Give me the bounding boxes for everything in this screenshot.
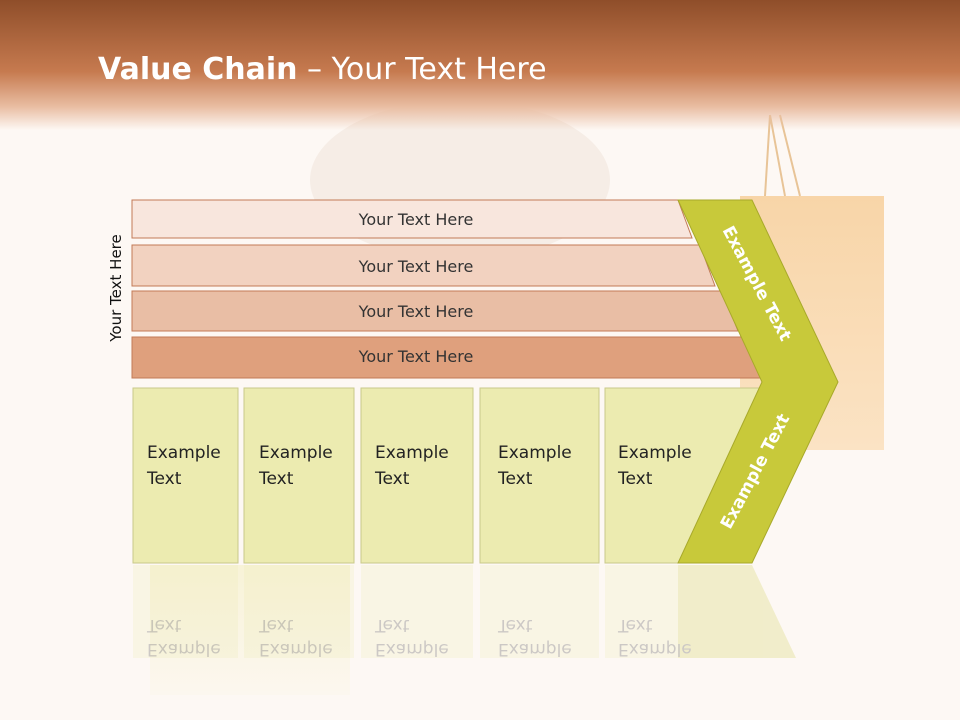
reflection-box xyxy=(605,565,722,658)
reflection-text: Example xyxy=(259,639,333,659)
box-shape xyxy=(479,387,600,564)
bar-label: Your Text Here xyxy=(358,347,474,366)
box-shape xyxy=(360,387,474,564)
box-text-line1: Example xyxy=(498,443,572,463)
reflection-text: Example xyxy=(147,639,221,659)
box-text-line2: Text xyxy=(374,469,410,489)
box-4[interactable]: Example Text xyxy=(479,387,600,564)
reflection-text: Text xyxy=(617,615,653,635)
reflection-text: Text xyxy=(374,615,410,635)
bar-row-2[interactable]: Your Text Here xyxy=(131,244,716,287)
box-3[interactable]: Example Text xyxy=(360,387,474,564)
reflection-box xyxy=(133,565,238,658)
bar-label: Your Text Here xyxy=(358,210,474,229)
box-text-line1: Example xyxy=(375,443,449,463)
reflection-text: Text xyxy=(258,615,294,635)
box-2[interactable]: Example Text xyxy=(243,387,355,564)
reflection-box xyxy=(361,565,473,658)
bar-row-3[interactable]: Your Text Here xyxy=(131,290,739,332)
reflection-fade xyxy=(130,560,850,720)
reflection-box xyxy=(480,565,599,658)
bar-shape xyxy=(131,199,693,239)
box-shape xyxy=(132,387,239,564)
box-5[interactable]: Example Text xyxy=(604,387,763,564)
bar-label: Your Text Here xyxy=(358,302,474,321)
reflection-text: Example xyxy=(618,639,692,659)
reflection-chevron xyxy=(678,565,796,658)
box-text-line2: Text xyxy=(146,469,182,489)
title-rest: – Your Text Here xyxy=(297,52,547,87)
bar-label: Your Text Here xyxy=(358,257,474,276)
reflection-text: Text xyxy=(497,615,533,635)
bar-shape xyxy=(131,244,716,287)
box-1[interactable]: Example Text xyxy=(132,387,239,564)
bar-row-1[interactable]: Your Text Here xyxy=(131,199,693,239)
box-text-line1: Example xyxy=(259,443,333,463)
box-text-line2: Text xyxy=(497,469,533,489)
reflection-text: Example xyxy=(375,639,449,659)
reflection-text: Text xyxy=(146,615,182,635)
diagram-reflection: Example Text Example Text Example Text E… xyxy=(133,565,796,659)
title-bold: Value Chain xyxy=(98,52,298,87)
box-text-line1: Example xyxy=(618,443,692,463)
box-text-line2: Text xyxy=(617,469,653,489)
box-shape xyxy=(243,387,355,564)
slide-title: Value Chain – Your Text Here xyxy=(98,52,547,87)
reflection-text: Example xyxy=(498,639,572,659)
reflection-box xyxy=(244,565,354,658)
title-band xyxy=(0,0,960,130)
bar-row-4[interactable]: Your Text Here xyxy=(131,336,763,379)
chevron-shape xyxy=(677,199,839,564)
box-text-line2: Text xyxy=(258,469,294,489)
box-text-line1: Example xyxy=(147,443,221,463)
